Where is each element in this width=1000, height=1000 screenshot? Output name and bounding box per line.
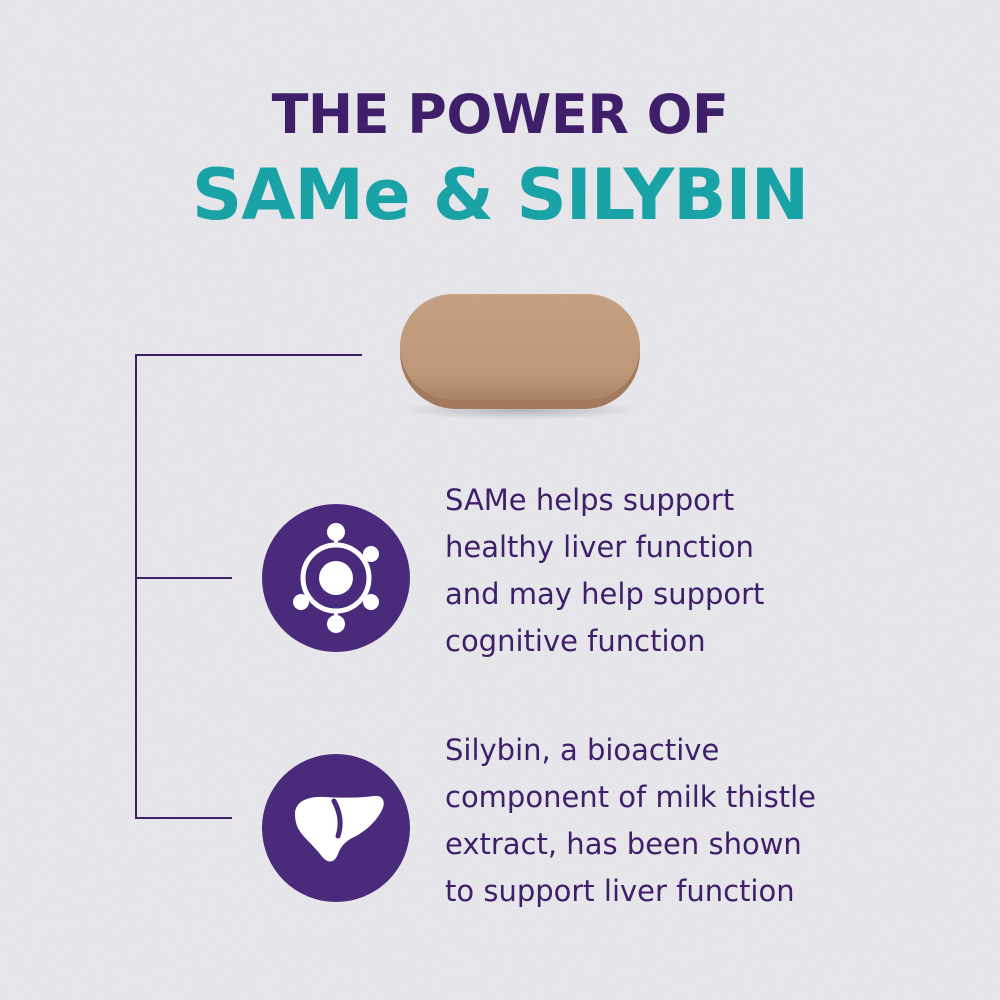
benefit-line: healthy liver function [445, 530, 754, 564]
benefit-line: to support liver function [445, 874, 795, 908]
benefit-line: cognitive function [445, 624, 706, 658]
liver-icon [295, 795, 384, 862]
benefit-line: SAMe helps support [445, 483, 735, 517]
liver-badge [262, 754, 410, 902]
benefit-same: SAMe helps support healthy liver functio… [445, 477, 965, 665]
benefit-silybin: Silybin, a bioactive component of milk t… [445, 727, 965, 915]
benefit-line: Silybin, a bioactive [445, 733, 720, 767]
tablet-image [400, 294, 640, 420]
headline-line-1: THE POWER OF [271, 83, 729, 146]
molecule-badge [262, 504, 410, 652]
benefit-line: and may help support [445, 577, 765, 611]
benefit-line: component of milk thistle [445, 780, 817, 814]
molecule-icon [293, 523, 379, 633]
benefit-line: extract, has been shown [445, 827, 802, 861]
headline-line-2: SAMe & SILYBIN [191, 154, 809, 236]
